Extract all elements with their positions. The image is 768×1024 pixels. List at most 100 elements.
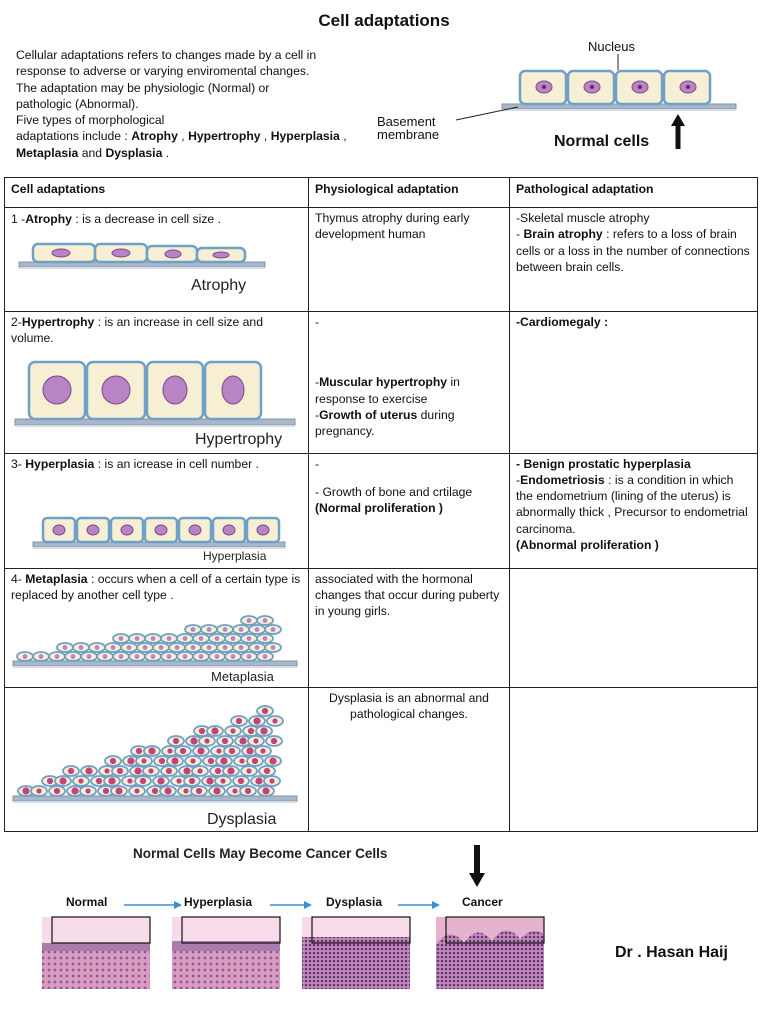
cluster-nucleus [85, 788, 91, 794]
intro-line: adaptations include : Atrophy , Hypertro… [16, 128, 376, 144]
spacer [315, 330, 503, 374]
stage-label-hyperplasia: Hyperplasia [184, 895, 253, 909]
cluster-nucleus [108, 777, 116, 785]
cluster-nucleus [253, 717, 261, 725]
spacer [315, 472, 503, 484]
cluster-nucleus [198, 636, 204, 642]
definition-text: : occurs when a cell of a certain type i… [11, 571, 301, 602]
pathology-item: -Skeletal muscle atrophy [516, 211, 650, 225]
cluster-nucleus [141, 758, 147, 764]
hyperplasia-cell-row [41, 516, 281, 544]
cluster-nucleus [126, 645, 132, 651]
cluster-nucleus [253, 738, 259, 744]
cluster-nucleus [190, 627, 196, 633]
stage-label-dysplasia: Dysplasia [326, 895, 383, 909]
intro-line: The adaptation may be physiologic (Norma… [16, 80, 270, 95]
cluster-nucleus [260, 748, 266, 754]
cluster-nucleus [254, 627, 260, 633]
table-row-hypertrophy: 2-Hypertrophy : is an increase in cell s… [4, 311, 758, 454]
cluster-nucleus [220, 757, 228, 765]
cluster-nucleus [110, 645, 116, 651]
intro-paragraph: Cellular adaptations refers to changes m… [16, 47, 376, 161]
cluster-nucleus [190, 758, 196, 764]
author-name: Dr . Hasan Haij [615, 944, 728, 961]
term: Hypertrophy [21, 315, 95, 329]
term-atrophy: Atrophy [131, 129, 178, 144]
intro-text: adaptations include : [16, 129, 132, 144]
cluster-nucleus [54, 654, 60, 660]
cluster-nucleus [116, 768, 124, 775]
up-arrow-icon [671, 114, 685, 149]
pathology-item-bold: (Abnormal proliferation ) [516, 538, 659, 553]
hyperplasia-physiological: - - Growth of bone and crtilage (Normal … [308, 452, 510, 569]
cluster-nucleus [171, 757, 179, 765]
hypertrophy-illustration: Hypertrophy [14, 360, 296, 448]
cluster-nucleus [221, 738, 229, 745]
atrophy-image-label: Atrophy [191, 277, 246, 294]
item-dash: - [516, 472, 521, 487]
cluster-nucleus [134, 636, 140, 642]
cluster-nucleus [214, 636, 220, 642]
cluster-nucleus [235, 718, 243, 725]
cluster-nucleus [148, 747, 156, 755]
metaplasia-definition: 4- Metaplasia : occurs when a cell of a … [11, 571, 302, 604]
cluster-nucleus [198, 728, 206, 735]
cluster-nucleus [261, 708, 269, 715]
intro-sep: , [177, 129, 189, 144]
cluster-nucleus [182, 654, 188, 660]
cluster-nucleus [230, 636, 236, 642]
cluster-nucleus [230, 728, 236, 734]
cluster-nucleus [118, 636, 124, 642]
cluster-nucleus [22, 654, 28, 660]
cluster-nucleus [270, 627, 276, 633]
cluster-nucleus [270, 738, 278, 745]
cluster-nucleus [102, 654, 108, 660]
cluster-nucleus [198, 654, 204, 660]
intro-text: . [162, 145, 170, 160]
cluster-nucleus [244, 788, 252, 795]
cancer-progression-figure: Normal Hyperplasia Dysplasia Cancer [40, 895, 560, 995]
cluster-nucleus [195, 788, 203, 795]
hypertrophy-physiological: - -Muscular hypertrophy in response to e… [308, 311, 510, 454]
table-row-atrophy: 1 -Atrophy : is a decrease in cell size … [4, 207, 758, 312]
term: Metaplasia [25, 571, 88, 586]
cluster-nucleus [164, 787, 172, 795]
item-dash: - [315, 407, 320, 422]
cluster-nucleus [246, 654, 252, 660]
cluster-nucleus [222, 627, 228, 633]
cluster-nucleus [239, 737, 247, 745]
intro-text: and [78, 145, 106, 160]
term: Atrophy [25, 212, 72, 226]
term: Hyperplasia [25, 456, 95, 471]
definition-text: : is an increase in cell size and volume… [11, 315, 263, 346]
cluster-nucleus [109, 758, 117, 765]
term: -Cardiomegaly : [516, 315, 609, 329]
cluster-nucleus [255, 777, 263, 785]
normal-cells-illustration [455, 54, 737, 121]
cluster-nucleus [134, 654, 140, 660]
dysplasia-cell: Dysplasia [4, 687, 309, 833]
cluster-nucleus [262, 654, 268, 660]
cluster-nucleus [214, 768, 222, 775]
cluster-nucleus [134, 767, 142, 775]
cluster-nucleus [247, 728, 255, 735]
definition-text: : is a condition in which the endometriu… [516, 472, 748, 536]
cluster-nucleus [158, 758, 166, 765]
cluster-nucleus [70, 654, 76, 660]
normal-cell-row [518, 69, 712, 106]
dysplasia-pathological [509, 687, 758, 833]
pathology-item: - Brain atrophy : refers to a loss of br… [516, 226, 751, 275]
cluster-nucleus [165, 768, 173, 775]
cluster-nucleus [62, 645, 68, 651]
cluster-nucleus [227, 767, 235, 775]
atrophy-cell: 1 -Atrophy : is a decrease in cell size … [4, 207, 309, 312]
hyperplasia-illustration: Hyperplasia [32, 516, 286, 563]
intro-line: Metaplasia and Dysplasia . [16, 145, 376, 161]
metaplasia-cell-cluster [16, 615, 282, 663]
histology-hyperplasia [172, 916, 281, 989]
cluster-nucleus [220, 778, 226, 784]
cluster-nucleus [272, 718, 278, 724]
progression-illustration [42, 901, 545, 989]
item-dash: - [516, 227, 524, 242]
cluster-nucleus [183, 788, 189, 794]
